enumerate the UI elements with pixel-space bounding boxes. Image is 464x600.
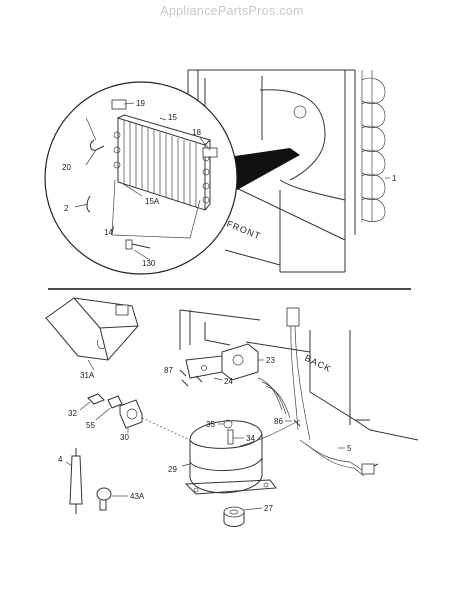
callout-29: 29 <box>168 465 177 474</box>
callout-4: 4 <box>58 455 63 464</box>
callout-32: 32 <box>68 409 77 418</box>
detail-pointer-wedge <box>221 148 300 190</box>
callout-15a: 15A <box>145 197 160 206</box>
callout-14: 14 <box>104 228 113 237</box>
callout-2: 2 <box>64 204 69 213</box>
callout-34: 34 <box>246 434 255 443</box>
filter-drier <box>69 448 83 514</box>
cabinet-rear-outline <box>179 309 419 441</box>
top-callouts: 19 15 18 20 15A 2 14 130 1 <box>62 99 397 268</box>
callout-43a: 43A <box>130 492 145 501</box>
callout-86: 86 <box>274 417 283 426</box>
front-label: FRONT <box>225 219 262 242</box>
callout-18: 18 <box>192 128 201 137</box>
screws-87 <box>179 369 203 387</box>
callout-20: 20 <box>62 163 71 172</box>
callout-31a: 31A <box>80 371 95 380</box>
clamp <box>96 487 112 511</box>
callout-15: 15 <box>168 113 177 122</box>
callout-5: 5 <box>347 444 352 453</box>
compressor <box>184 419 301 495</box>
site-watermark: AppliancePartsPros.com <box>160 4 304 18</box>
cabinet-outline <box>187 69 386 273</box>
wire-harness <box>257 307 379 477</box>
relay-bracket <box>185 343 259 381</box>
callout-87: 87 <box>164 366 173 375</box>
callout-24: 24 <box>224 377 233 386</box>
callout-35: 35 <box>206 420 215 429</box>
start-device <box>87 393 143 429</box>
callout-27: 27 <box>264 504 273 513</box>
condenser-detail-circle <box>44 81 238 275</box>
callout-23: 23 <box>266 356 275 365</box>
callout-55: 55 <box>86 421 95 430</box>
callout-19: 19 <box>136 99 145 108</box>
drain-pan <box>45 297 139 361</box>
callout-130: 130 <box>142 259 156 268</box>
grommet <box>223 506 245 527</box>
condenser-fins <box>123 120 197 207</box>
back-label: BACK <box>303 353 333 374</box>
callout-30: 30 <box>120 433 129 442</box>
callout-1: 1 <box>392 174 397 183</box>
